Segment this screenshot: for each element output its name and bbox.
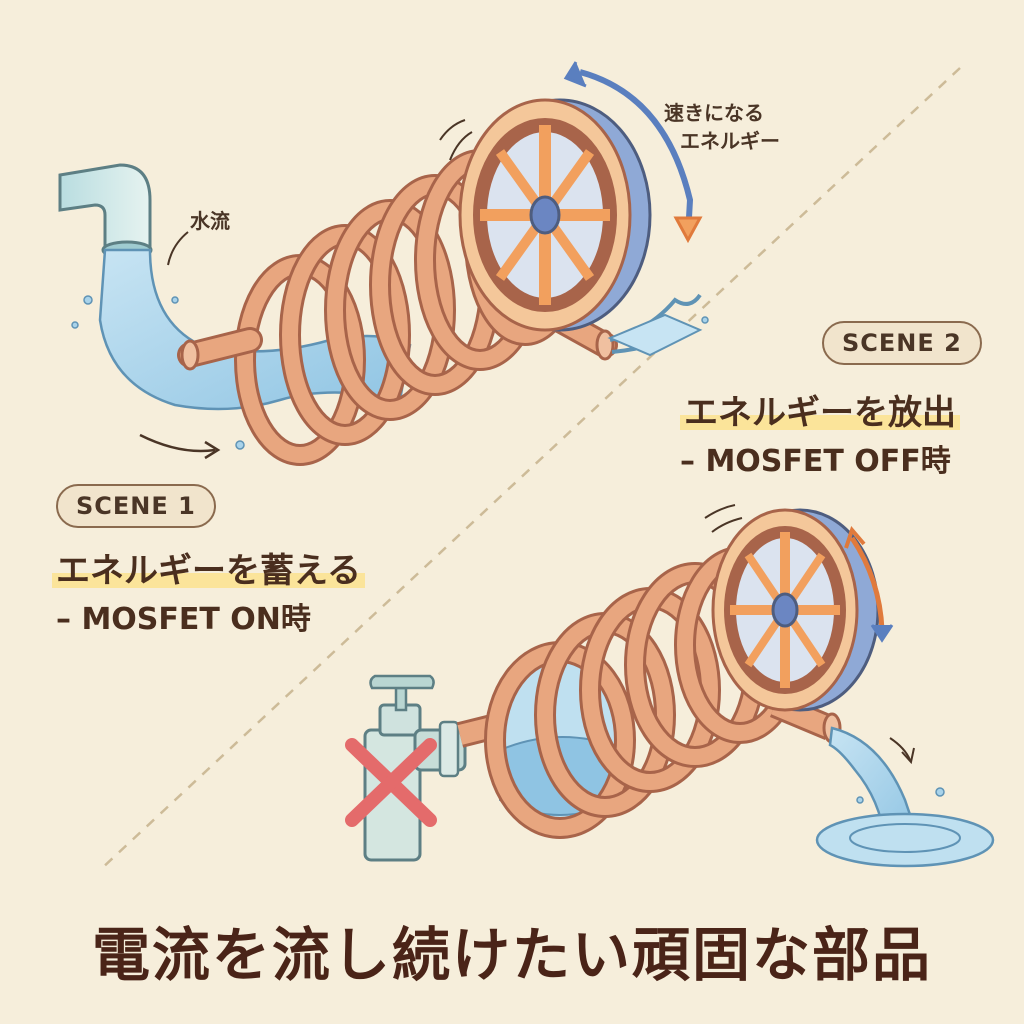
scene1-title: エネルギーを蓄える [52,550,365,592]
rotation-arrow-icon [849,536,885,631]
water-flow-label: 水流 [190,209,230,233]
scene-divider-line [99,67,961,871]
wheel-energy-label-line2: エネルギー [680,129,780,153]
faucet-pipe-icon [58,163,153,260]
red-cross-icon [345,738,437,827]
water-wheel-icon [458,98,652,332]
scene2-title-text: エネルギーを放出 [680,393,960,433]
scene2-subtitle: – MOSFET OFF時 [680,444,951,479]
water-wheel-icon [711,508,880,712]
label-pointer-icon [167,231,189,266]
scene1-subtitle: – MOSFET ON時 [56,602,311,637]
scene2-title: エネルギーを放出 [680,392,960,434]
bottom-caption: 電流を流し続けたい頑固な部品 [91,921,932,989]
scene2-illustration [345,504,995,868]
flow-arrow-icon [139,433,216,453]
rotation-arrow-icon [579,69,694,236]
scene1-badge: SCENE 1 [56,484,216,528]
water-puddle-icon [815,812,995,868]
wheel-energy-label-line1: 速きになる [664,101,764,125]
scene1-illustration [58,61,709,466]
copper-coil-icon [456,546,842,839]
scene2-badge: SCENE 2 [822,321,982,365]
scene1-title-text: エネルギーを蓄える [52,551,365,591]
